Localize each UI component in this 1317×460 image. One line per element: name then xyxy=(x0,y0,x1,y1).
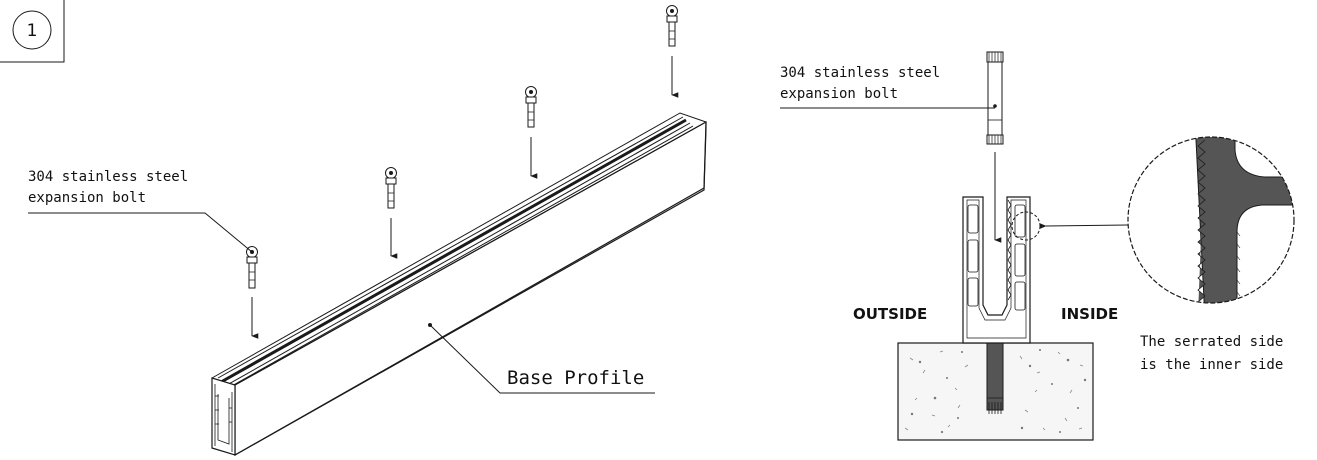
step-number: 1 xyxy=(27,21,38,41)
profile-leader xyxy=(429,324,655,394)
right-bolt-label-line2: expansion bolt xyxy=(780,86,898,102)
left-bolt-leader xyxy=(28,212,253,253)
profile-label: Base Profile xyxy=(507,367,644,389)
profile-end-cap xyxy=(211,377,236,456)
left-bolt-label-line2: expansion bolt xyxy=(28,190,146,206)
left-bolt-1 xyxy=(246,246,259,339)
serration-detail-magnifier xyxy=(1127,136,1295,304)
inside-label: INSIDE xyxy=(1061,305,1118,323)
step-circle xyxy=(12,10,52,50)
left-bolt-label-line1: 304 stainless steel xyxy=(28,169,188,185)
right-bolt-label-line1: 304 stainless steel xyxy=(780,65,940,81)
step-badge: 1 xyxy=(0,0,65,63)
u-channel-section xyxy=(962,196,1129,344)
left-bolt-2 xyxy=(385,167,398,259)
right-bolt xyxy=(986,51,1004,243)
left-bolt-callout: 304 stainless steel expansion bolt xyxy=(28,169,254,254)
profile-front-face xyxy=(234,120,707,457)
right-bolt-callout: 304 stainless steel expansion bolt xyxy=(780,65,995,109)
serration-note-line2: is the inner side xyxy=(1140,357,1283,373)
left-bolt-3 xyxy=(525,86,538,179)
left-bolt-4 xyxy=(666,5,679,98)
serration-note-line1: The serrated side xyxy=(1140,334,1283,350)
base-profile-isometric: Base Profile xyxy=(211,112,707,457)
concrete-base xyxy=(897,326,1094,441)
outside-label: OUTSIDE xyxy=(853,305,927,323)
